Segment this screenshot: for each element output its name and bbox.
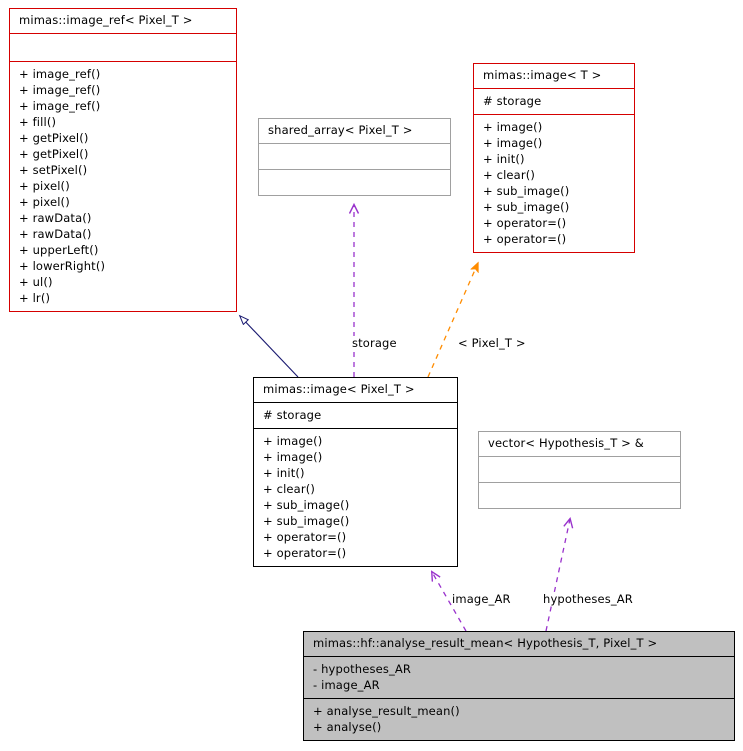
class-member: + setPixel() (19, 163, 88, 177)
class-member: + rawData() (19, 227, 92, 241)
class-title: mimas::image_ref< Pixel_T > (19, 13, 193, 27)
class-member: + image() (263, 434, 323, 448)
class-member: - image_AR (313, 678, 380, 692)
edge-label-image-ar: image_AR (452, 592, 511, 606)
operations-compartment: + image() + image() + init() + clear() +… (474, 114, 634, 252)
class-member: + lr() (19, 291, 51, 305)
attributes-compartment (259, 143, 450, 169)
class-title: shared_array< Pixel_T > (268, 123, 413, 137)
class-member: + clear() (263, 482, 315, 496)
class-member: + image() (483, 120, 543, 134)
class-member: + fill() (19, 115, 57, 129)
class-name-compartment: mimas::hf::analyse_result_mean< Hypothes… (304, 632, 734, 656)
class-node-vector-hypothesis[interactable]: vector< Hypothesis_T > & (478, 431, 681, 509)
class-member: + pixel() (19, 195, 70, 209)
class-member: + operator=() (483, 216, 567, 230)
edge-label-hypotheses-ar: hypotheses_AR (543, 592, 633, 606)
class-member: + analyse() (313, 720, 382, 734)
edge-instantiation-pixel-t (427, 263, 478, 378)
class-node-image-t[interactable]: mimas::image< T > # storage + image() + … (473, 63, 635, 253)
edge-label-storage: storage (352, 336, 397, 350)
attributes-compartment: - hypotheses_AR - image_AR (304, 656, 734, 698)
class-member: + image() (483, 136, 543, 150)
class-name-compartment: mimas::image< Pixel_T > (254, 378, 457, 402)
class-member: + sub_image() (263, 514, 350, 528)
class-member: + lowerRight() (19, 259, 106, 273)
class-title: mimas::image< Pixel_T > (263, 382, 415, 396)
class-name-compartment: mimas::image< T > (474, 64, 634, 88)
class-name-compartment: vector< Hypothesis_T > & (479, 432, 680, 456)
class-member: + operator=() (263, 530, 347, 544)
class-member: + operator=() (263, 546, 347, 560)
class-member: # storage (483, 94, 542, 108)
operations-compartment: + image_ref() + image_ref() + image_ref(… (10, 61, 236, 311)
class-node-shared-array[interactable]: shared_array< Pixel_T > (258, 118, 451, 196)
class-node-image-ref[interactable]: mimas::image_ref< Pixel_T > + image_ref(… (9, 8, 237, 312)
class-member: + image_ref() (19, 99, 101, 113)
class-member: + image_ref() (19, 67, 101, 81)
class-title: vector< Hypothesis_T > & (488, 436, 644, 450)
operations-compartment (259, 169, 450, 195)
operations-compartment: + image() + image() + init() + clear() +… (254, 428, 457, 566)
class-member: + image() (263, 450, 323, 464)
operations-compartment: + analyse_result_mean() + analyse() (304, 698, 734, 740)
class-member: + sub_image() (483, 200, 570, 214)
class-member: + image_ref() (19, 83, 101, 97)
class-member: + ul() (19, 275, 53, 289)
class-title: mimas::image< T > (483, 68, 602, 82)
class-member: + pixel() (19, 179, 70, 193)
class-member: + analyse_result_mean() (313, 704, 460, 718)
edge-inheritance-image-ref (240, 316, 299, 378)
class-member: + init() (263, 466, 305, 480)
class-name-compartment: shared_array< Pixel_T > (259, 119, 450, 143)
attributes-compartment (10, 33, 236, 61)
class-member: + rawData() (19, 211, 92, 225)
class-member: + getPixel() (19, 131, 89, 145)
edge-label-pixel-t: < Pixel_T > (458, 336, 526, 350)
class-member: + sub_image() (483, 184, 570, 198)
attributes-compartment: # storage (254, 402, 457, 428)
class-member: + clear() (483, 168, 535, 182)
class-node-image-pixel-t[interactable]: mimas::image< Pixel_T > # storage + imag… (253, 377, 458, 567)
class-member: + operator=() (483, 232, 567, 246)
class-title: mimas::hf::analyse_result_mean< Hypothes… (313, 636, 658, 650)
class-node-analyse-result-mean[interactable]: mimas::hf::analyse_result_mean< Hypothes… (303, 631, 735, 741)
class-member: # storage (263, 408, 322, 422)
class-member: - hypotheses_AR (313, 662, 412, 676)
class-member: + sub_image() (263, 498, 350, 512)
class-member: + init() (483, 152, 525, 166)
edge-usage-hypotheses-ar (545, 519, 570, 632)
class-name-compartment: mimas::image_ref< Pixel_T > (10, 9, 236, 33)
attributes-compartment: # storage (474, 88, 634, 114)
class-member: + getPixel() (19, 147, 89, 161)
class-member: + upperLeft() (19, 243, 99, 257)
operations-compartment (479, 482, 680, 508)
attributes-compartment (479, 456, 680, 482)
